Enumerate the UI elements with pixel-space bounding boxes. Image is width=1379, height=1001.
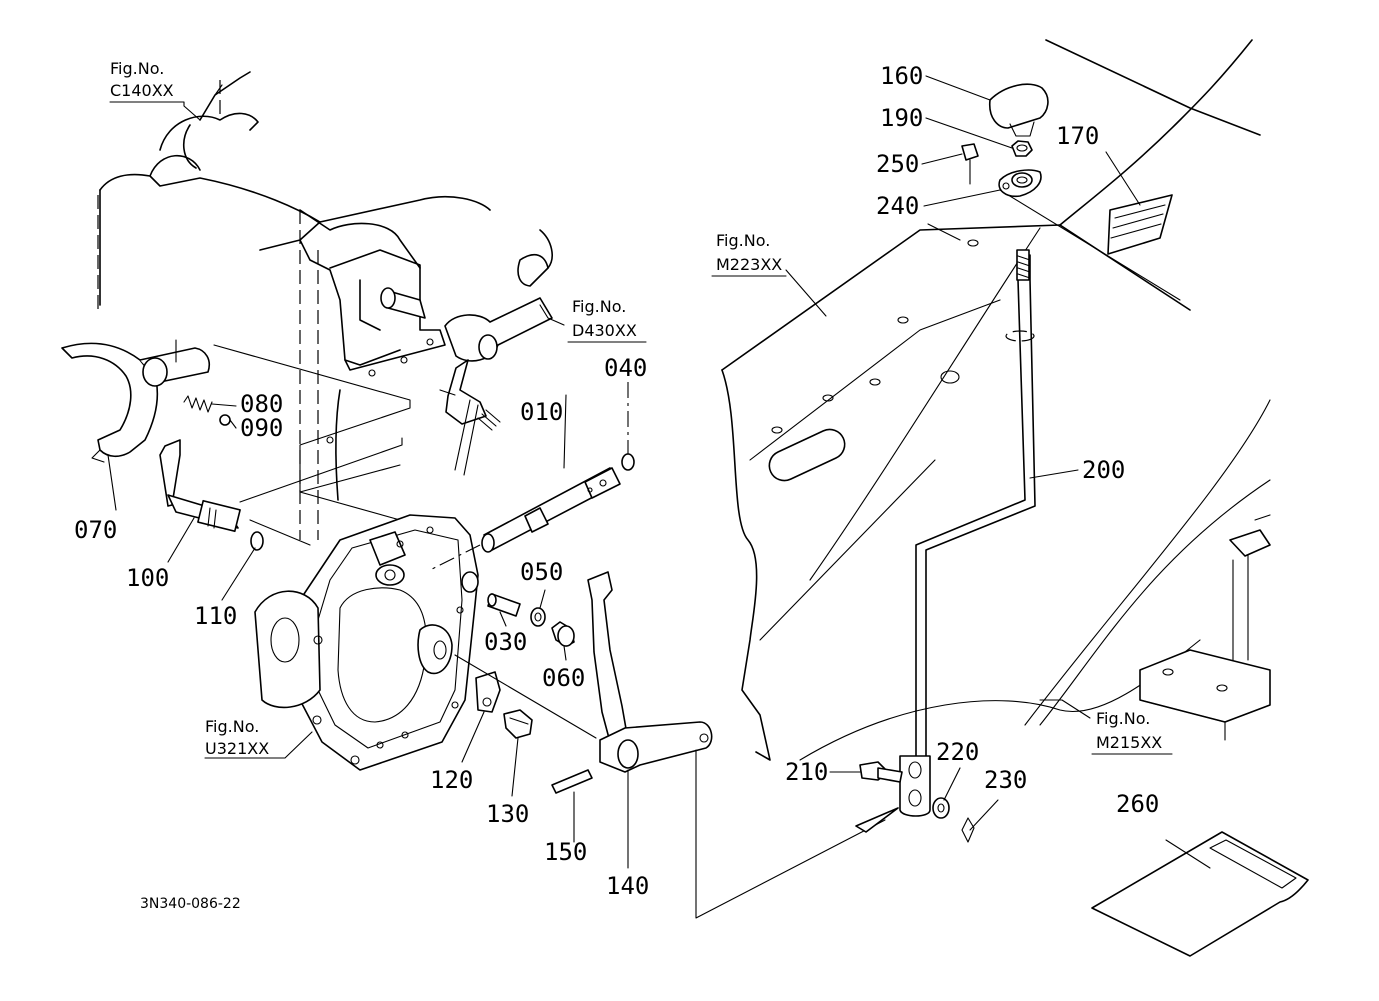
plate-240 [998, 169, 1042, 198]
label-240: 240 [876, 192, 919, 220]
label-110: 110 [194, 602, 237, 630]
drawing-code: 3N340-086-22 [140, 896, 241, 912]
label-220: 220 [936, 738, 979, 766]
pin-150 [551, 769, 593, 794]
label-230: 230 [984, 766, 1027, 794]
pin-030 [487, 593, 521, 617]
label-130: 130 [486, 800, 529, 828]
label-170: 160 [880, 62, 923, 90]
gear-cover [254, 514, 479, 771]
label-120: 120 [430, 766, 473, 794]
svg-text:Fig.No.: Fig.No. [1096, 709, 1150, 728]
plate-120 [475, 671, 501, 713]
spring-080 [183, 395, 213, 413]
label-140: 140 [606, 872, 649, 900]
svg-text:Fig.No.: Fig.No. [716, 231, 770, 250]
nut-190 [1011, 140, 1033, 157]
leader-lines [107, 75, 1211, 869]
svg-text:M223XX: M223XX [716, 255, 782, 274]
washer-050 [530, 607, 546, 627]
shift-lever-140 [587, 571, 713, 773]
transmission-housing [99, 71, 491, 501]
label-190: 190 [880, 104, 923, 132]
label-260: 260 [1116, 790, 1159, 818]
manual-260 [1091, 831, 1309, 957]
svg-text:Fig.No.: Fig.No. [205, 717, 259, 736]
label-070: 070 [74, 516, 117, 544]
svg-text:U321XX: U321XX [205, 739, 269, 758]
o-ring-110 [250, 531, 264, 551]
svg-text:M215XX: M215XX [1096, 733, 1162, 752]
bolt-250 [961, 143, 979, 185]
fig-ref-m223xx: Fig.No. M223XX [711, 231, 787, 277]
knob-170 [988, 83, 1049, 137]
shift-rod-200 [899, 249, 1036, 817]
clip-230 [961, 817, 975, 843]
fig-ref-d430xx: Fig.No. D430XX [567, 297, 647, 343]
fig-ref-c140xx: Fig.No. C140XX [110, 59, 174, 100]
label-030: 030 [484, 628, 527, 656]
label-160: 170 [1056, 122, 1099, 150]
fig-ref-u321xx: Fig.No. U321XX [205, 717, 269, 758]
lever-shaft-100 [159, 439, 241, 533]
label-040: 040 [604, 354, 647, 382]
svg-text:D430XX: D430XX [572, 321, 637, 340]
label-090: 090 [240, 414, 283, 442]
shift-fork-070 [61, 339, 211, 463]
plug-060 [551, 621, 575, 647]
ball-090 [219, 414, 231, 426]
label-050: 050 [520, 558, 563, 586]
bolt-130 [503, 709, 533, 739]
washer-220 [932, 797, 950, 819]
frame-bracket [1139, 514, 1271, 741]
label-010: 010 [520, 398, 563, 426]
control-arm [439, 229, 553, 476]
svg-text:Fig.No.: Fig.No. [572, 297, 626, 316]
svg-text:C140XX: C140XX [110, 81, 174, 100]
grip-pad-160 [1107, 194, 1173, 255]
label-150: 150 [544, 838, 587, 866]
shaft-010 [481, 467, 621, 553]
pin-210 [859, 761, 903, 783]
label-100: 100 [126, 564, 169, 592]
cabin-panel [721, 39, 1271, 761]
label-210: 210 [785, 758, 828, 786]
svg-text:Fig.No.: Fig.No. [110, 59, 164, 78]
part-labels: 160 190 250 240 170 200 210 220 230 260 … [74, 62, 1159, 900]
o-ring-040 [621, 453, 635, 471]
fig-ref-m215xx: Fig.No. M215XX [1091, 709, 1173, 755]
label-200: 200 [1082, 456, 1125, 484]
label-060: 060 [542, 664, 585, 692]
label-250: 250 [876, 150, 919, 178]
label-080: 080 [240, 390, 283, 418]
